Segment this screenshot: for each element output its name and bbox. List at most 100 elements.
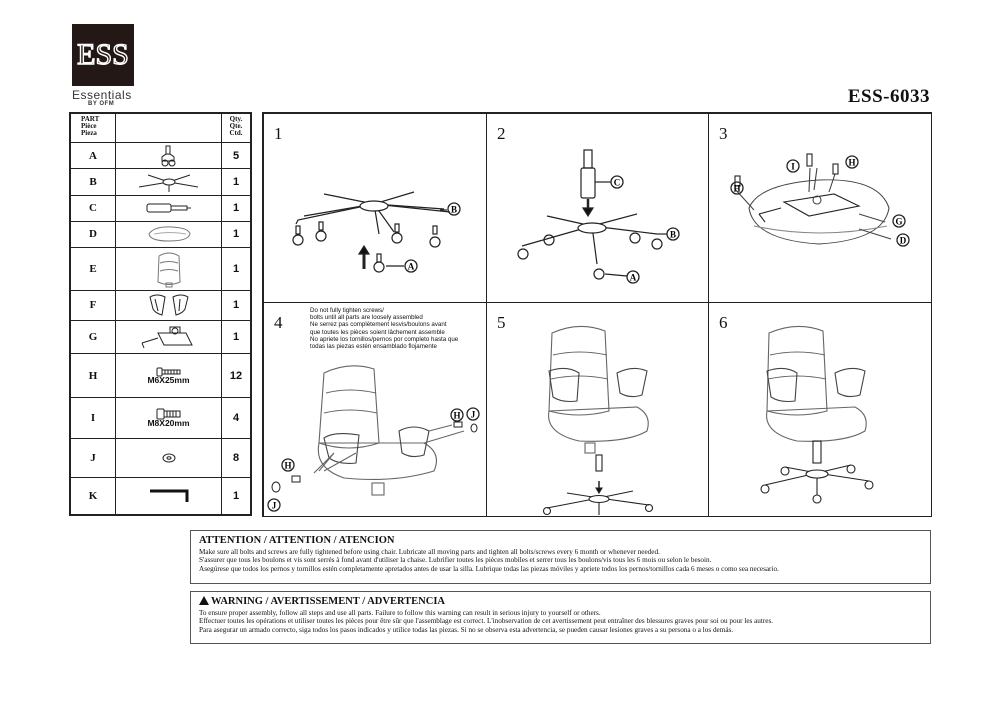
step-4-panel: 4 Do not fully tighten screws/ bolts unt…	[263, 302, 487, 517]
gas-lift-illustration	[115, 195, 222, 222]
brand-subtitle: BY OFM	[88, 101, 115, 107]
step-number: 3	[719, 124, 728, 143]
part-letter: J	[70, 437, 116, 478]
warning-icon	[199, 596, 209, 605]
seat-illustration	[115, 220, 222, 248]
part-letter: G	[70, 319, 116, 355]
part-row: J 8	[70, 437, 251, 478]
assembly-note: Do not fully tighten screws/ bolts until…	[310, 307, 459, 351]
part-qty: 1	[221, 246, 251, 291]
svg-text:H: H	[733, 184, 740, 194]
step-3-panel: 3 H I	[708, 113, 932, 303]
bolt-m8-illustration: M8X20mm	[115, 397, 222, 439]
step-1-panel: 1 B A	[263, 113, 487, 303]
svg-text:B: B	[670, 230, 676, 240]
part-row: C 1	[70, 195, 251, 222]
assembly-steps: 1 B A	[262, 112, 932, 517]
callout-h-right: H	[845, 155, 859, 169]
callout-j-right: J	[466, 407, 480, 421]
part-row: I M8X20mm 4	[70, 397, 251, 439]
part-letter: F	[70, 289, 116, 321]
part-row: G 1	[70, 319, 251, 355]
part-letter: B	[70, 168, 116, 197]
part-row: F 1	[70, 289, 251, 321]
caster-illustration	[115, 142, 222, 170]
step-6-illustration	[760, 325, 874, 504]
svg-text:D: D	[900, 236, 907, 246]
brand-name: Essentials	[72, 88, 132, 102]
step-number: 6	[719, 313, 728, 332]
svg-text:ESS: ESS	[77, 38, 129, 71]
svg-text:J: J	[272, 501, 277, 511]
svg-text:H: H	[453, 411, 460, 421]
ess-logo: ESS	[72, 24, 134, 86]
callout-i: I	[786, 159, 800, 173]
attention-line-fr: S'assurer que tous les boulons et vis so…	[199, 556, 712, 565]
backrest-illustration	[115, 246, 222, 291]
part-row: E 1	[70, 246, 251, 291]
part-letter: I	[70, 397, 116, 439]
part-row: A 5	[70, 142, 251, 170]
callout-b: B	[666, 227, 680, 241]
part-row: D 1	[70, 220, 251, 248]
callout-g: G	[892, 214, 906, 228]
callout-h-left: H	[281, 458, 295, 472]
step-5-panel: 5	[486, 302, 709, 517]
attention-line-es: Asegúrese que todos los pernos y tornill…	[199, 564, 779, 573]
part-qty: 1	[221, 195, 251, 222]
bolt-spec: M6X25mm	[147, 374, 190, 385]
svg-text:A: A	[630, 273, 637, 283]
part-letter: K	[70, 476, 116, 516]
part-letter: C	[70, 195, 116, 222]
mechanism-illustration	[115, 319, 222, 355]
attention-line-en: Make sure all bolts and screws are fully…	[199, 548, 660, 556]
armrests-illustration	[115, 289, 222, 321]
part-row: B 1	[70, 168, 251, 197]
part-letter: E	[70, 246, 116, 291]
callout-b: B	[447, 202, 461, 216]
step-number: 5	[497, 313, 506, 332]
part-row: H M6X25mm 12	[70, 353, 251, 399]
bolt-m6-illustration: M6X25mm	[115, 353, 222, 399]
washer-illustration	[115, 437, 222, 478]
step-2-panel: 2 C B	[486, 113, 709, 303]
part-qty: 1	[221, 476, 251, 516]
warning-title: WARNING / AVERTISSEMENT / ADVERTENCIA	[211, 596, 446, 607]
part-qty: 1	[221, 168, 251, 197]
part-qty: 12	[221, 353, 251, 399]
svg-text:C: C	[614, 178, 621, 188]
callout-c: C	[610, 175, 624, 189]
callout-h-right: H	[450, 408, 464, 422]
col-image-header	[115, 112, 222, 144]
model-number: ESS-6033	[847, 86, 930, 107]
step-number: 1	[274, 124, 283, 143]
base-illustration	[115, 168, 222, 197]
callout-j-left: J	[267, 498, 281, 512]
step-number: 4	[274, 313, 283, 332]
callout-a: A	[626, 270, 640, 284]
allen-key-illustration	[115, 476, 222, 516]
step-1-illustration: B A	[292, 191, 461, 273]
svg-text:H: H	[284, 461, 291, 471]
callout-h-left: H	[730, 181, 744, 195]
step-5-illustration	[542, 325, 654, 516]
warning-line-en: To ensure proper assembly, follow all st…	[199, 609, 601, 617]
step-4-illustration: H J H J	[267, 365, 480, 512]
part-qty: 1	[221, 220, 251, 248]
part-letter: H	[70, 353, 116, 399]
part-qty: 1	[221, 289, 251, 321]
part-qty: 5	[221, 142, 251, 170]
callout-d: D	[896, 233, 910, 247]
warning-line-fr: Effectuer toutes les opérations et utili…	[199, 617, 774, 626]
warning-box: WARNING / AVERTISSEMENT / ADVERTENCIA To…	[190, 591, 931, 644]
svg-text:B: B	[451, 205, 457, 215]
col-qty-header: Qty.Qte.Ctd.	[221, 112, 251, 144]
ess-logo-mark: ESS	[76, 37, 129, 71]
svg-text:I: I	[791, 162, 795, 172]
part-qty: 1	[221, 319, 251, 355]
step-2-illustration: C B A	[517, 149, 680, 284]
part-qty: 4	[221, 397, 251, 439]
